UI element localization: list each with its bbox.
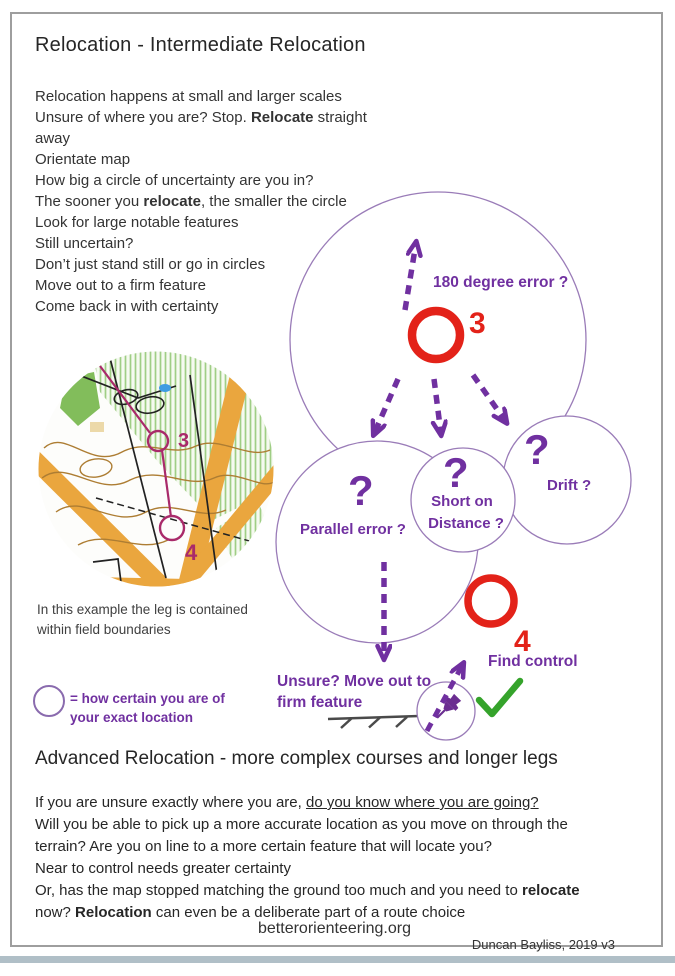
map-caption: In this example the leg is contained wit… xyxy=(37,600,248,640)
advanced-line: now? Relocation can even be a deliberate… xyxy=(35,904,466,921)
intro-line: Unsure of where you are? Stop. Relocate … xyxy=(35,109,367,126)
intro-line: away xyxy=(35,130,71,147)
map-caption-line: within field boundaries xyxy=(37,622,171,637)
intro-line: How big a circle of uncertainty are you … xyxy=(35,172,314,189)
advanced-heading: Advanced Relocation - more complex cours… xyxy=(35,748,558,769)
advanced-line: If you are unsure exactly where you are,… xyxy=(35,794,539,811)
intro-paragraph: Relocation happens at small and larger s… xyxy=(35,86,367,317)
page-title: Relocation - Intermediate Relocation xyxy=(35,34,366,56)
legend-circle-icon xyxy=(33,685,65,717)
advanced-line: terrain? Are you on line to a more certa… xyxy=(35,838,492,855)
intro-line: Still uncertain? xyxy=(35,235,134,252)
legend-line: = how certain you are of xyxy=(70,691,225,706)
intro-line: Come back in with certainty xyxy=(35,298,219,315)
legend-line: your exact location xyxy=(70,710,194,725)
advanced-line: Near to control needs greater certainty xyxy=(35,860,291,877)
intro-line: Move out to a firm feature xyxy=(35,277,206,294)
intro-line: Don’t just stand still or go in circles xyxy=(35,256,266,273)
advanced-line: Will you be able to pick up a more accur… xyxy=(35,816,568,833)
footer-website: betterorienteering.org xyxy=(258,920,411,937)
footer-credit: Duncan Bayliss, 2019 v3 xyxy=(471,937,615,952)
map-caption-line: In this example the leg is contained xyxy=(37,602,248,617)
advanced-line: Or, has the map stopped matching the gro… xyxy=(35,882,580,899)
intro-line: The sooner you relocate, the smaller the… xyxy=(35,193,347,210)
advanced-paragraph: If you are unsure exactly where you are,… xyxy=(35,792,580,924)
intro-line: Look for large notable features xyxy=(35,214,239,231)
intro-line: Relocation happens at small and larger s… xyxy=(35,88,342,105)
intro-line: Orientate map xyxy=(35,151,131,168)
legend-text: = how certain you are of your exact loca… xyxy=(70,689,225,727)
window-bottom-edge xyxy=(0,956,675,963)
